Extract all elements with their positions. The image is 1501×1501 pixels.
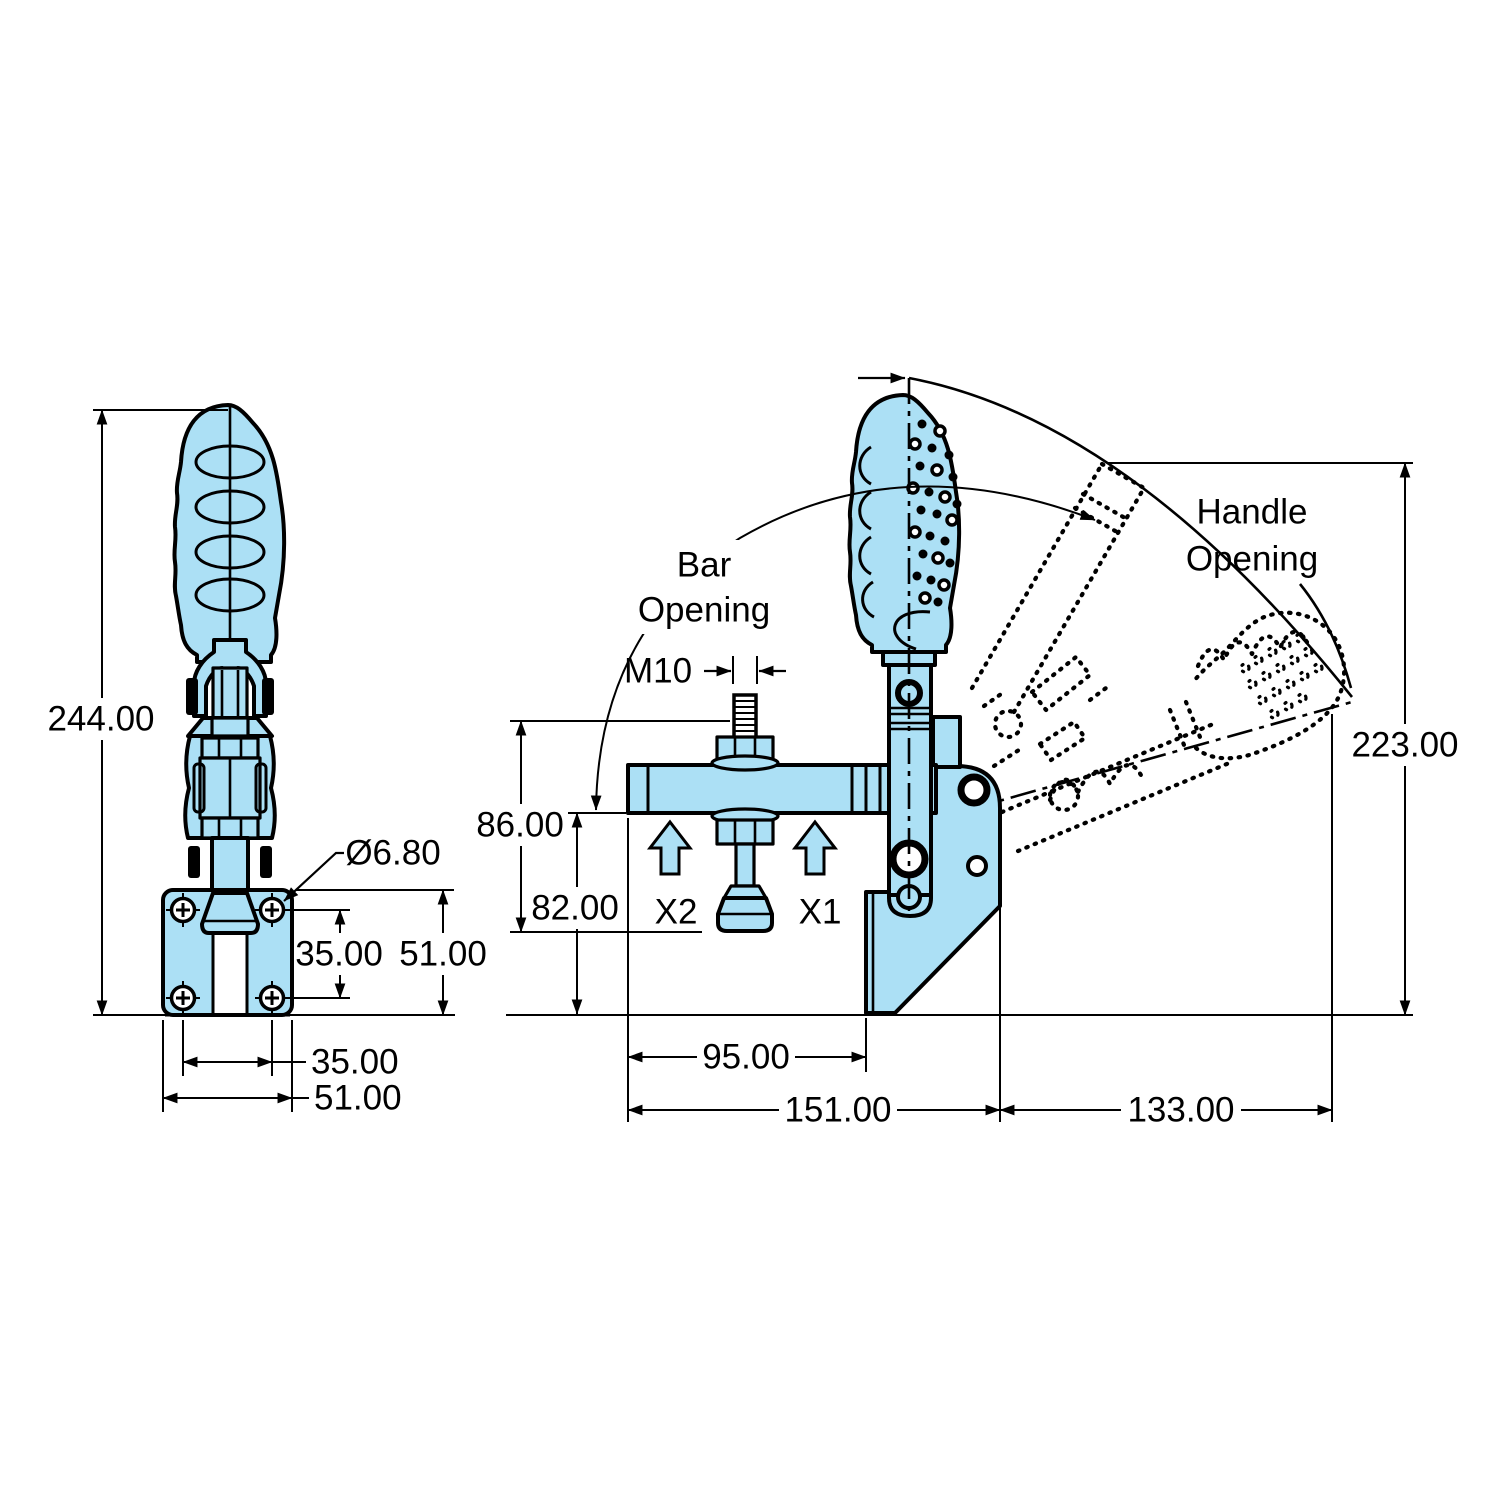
- side-spindle: [710, 693, 780, 933]
- dim-overall-height: 244.00: [47, 700, 154, 739]
- handle-opening-leader: [1298, 583, 1353, 689]
- front-dimensions: 244.00 Ø6.80 35.00 51.00 35.00 51.00: [47, 409, 489, 1118]
- front-base-plate: [161, 888, 294, 1017]
- mount-hole: [166, 893, 200, 927]
- side-dimensions: M10 86.00 82.00 95.00 151.00: [474, 462, 1461, 1131]
- dim-base-width: 51.00: [314, 1079, 402, 1118]
- handle-opening-label-1: Handle: [1197, 493, 1308, 532]
- front-pin-left: [186, 678, 198, 715]
- body-small-hole: [966, 855, 988, 877]
- mount-hole: [166, 981, 200, 1015]
- body-riser-tab: [931, 715, 962, 769]
- phantom-open-handle: [923, 610, 1353, 854]
- dim-hole-pitch-vertical: 35.00: [295, 935, 383, 974]
- front-pin-right: [262, 678, 274, 715]
- front-turnbuckle: [183, 716, 277, 892]
- clamp-point-x1: X1: [799, 893, 842, 932]
- dim-overall-length: 151.00: [784, 1091, 891, 1130]
- front-handle-knob: [172, 403, 287, 664]
- x2-arrow-icon: [646, 819, 694, 876]
- side-view: Bar Opening Handle Opening X2 X1 M10: [474, 372, 1461, 1131]
- dim-thread: M10: [624, 652, 692, 691]
- dim-hole-pitch-horizontal: 35.00: [311, 1043, 399, 1082]
- phantom-open-bar: [969, 461, 1147, 715]
- mount-hole: [255, 893, 289, 927]
- front-mount-holes: [166, 893, 289, 1015]
- bar-opening-arc: [590, 485, 1096, 811]
- handle-opening-label-2: Opening: [1186, 540, 1318, 579]
- phantom-knob-dots: [1239, 632, 1324, 720]
- handle-opening-arc: [908, 376, 1354, 698]
- front-spindle-foot: [200, 891, 260, 935]
- dim-handle-reach: 133.00: [1127, 1091, 1234, 1130]
- dim-open-height: 223.00: [1351, 726, 1458, 765]
- body-pivot-hole: [957, 773, 991, 807]
- phantom-handle-centerline: [923, 700, 1353, 824]
- mount-hole: [255, 981, 289, 1015]
- front-view: 244.00 Ø6.80 35.00 51.00 35.00 51.00: [47, 403, 489, 1118]
- front-yoke: [186, 638, 274, 722]
- bar-opening-label-2: Opening: [638, 591, 770, 630]
- dim-base-height: 51.00: [399, 935, 487, 974]
- clamp-point-arrows: X2 X1: [646, 819, 842, 932]
- dim-clamping-height: 82.00: [531, 889, 619, 928]
- dim-spindle-length: 86.00: [476, 806, 564, 845]
- clamp-point-x2: X2: [655, 893, 698, 932]
- spindle-nut-bottom: [715, 818, 775, 846]
- dim-bar-reach: 95.00: [702, 1038, 790, 1077]
- opening-annotations: Bar Opening Handle Opening: [590, 372, 1354, 811]
- dim-hole-diameter: Ø6.80: [345, 834, 440, 873]
- bar-opening-label-1: Bar: [677, 546, 732, 585]
- x1-arrow-icon: [791, 819, 839, 876]
